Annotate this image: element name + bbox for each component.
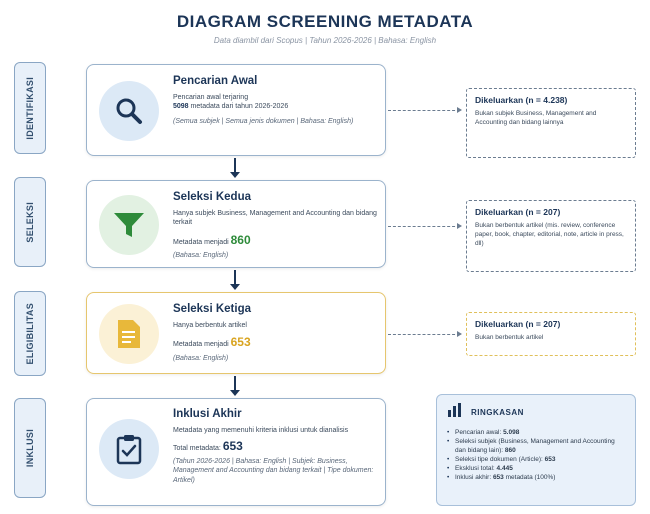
card-line: Metadata menjadi (173, 341, 231, 349)
stage-eligibilitas: ELIGIBILITAS (14, 291, 46, 376)
card-inklusi-akhir: Inklusi Akhir Metadata yang memenuhi kri… (86, 398, 386, 506)
summary-item: Seleksi subjek (Business, Management and… (447, 437, 625, 455)
summary-item: Seleksi tipe dokumen (Article): 653 (447, 455, 625, 464)
stage-seleksi: SELEKSI (14, 177, 46, 267)
exclusion-box-1: Dikeluarkan (n = 4.238) Bukan subjek Bus… (466, 88, 636, 158)
exclusion-box-3: Dikeluarkan (n = 207) Bukan berbentuk ar… (466, 312, 636, 356)
exclusion-box-2: Dikeluarkan (n = 207) Bukan berbentuk ar… (466, 200, 636, 272)
card-note: (Semua subjek | Semua jenis dokumen | Ba… (173, 117, 354, 125)
stage-label: INKLUSI (25, 428, 35, 468)
exclusion-text: Bukan subjek Business, Management and Ac… (475, 110, 597, 127)
stage-label: SELEKSI (25, 201, 35, 243)
card-seleksi-ketiga: Seleksi Ketiga Hanya berbentuk artikel M… (86, 292, 386, 374)
bar-chart-icon (447, 403, 463, 422)
exclusion-title: Dikeluarkan (n = 4.238) (475, 95, 568, 105)
diagram-subtitle: Data diambil dari Scopus | Tahun 2026-20… (213, 36, 437, 45)
card-note: (Tahun 2026-2026 | Bahasa: English | Sub… (173, 457, 374, 484)
exclusion-connector (388, 331, 462, 337)
diagram-title: DIAGRAM SCREENING METADATA (176, 12, 474, 31)
card-seleksi-kedua: Seleksi Kedua Hanya subjek Business, Man… (86, 180, 386, 268)
card-note: (Bahasa: English) (173, 354, 229, 362)
card-pencarian-awal: Pencarian Awal Pencarian awal terjaring … (86, 64, 386, 156)
down-arrow-icon (229, 376, 241, 396)
card-value: 5098 (173, 103, 189, 111)
stage-label: ELIGIBILITAS (25, 302, 35, 365)
card-title: Pencarian Awal (173, 75, 258, 87)
exclusion-connector (388, 223, 462, 229)
summary-item: Eksklusi total: 4.445 (447, 464, 625, 473)
card-line: Hanya subjek Business, Management and Ac… (173, 210, 377, 227)
document-icon (99, 304, 159, 364)
stage-identifikasi: IDENTIFIKASI (14, 62, 46, 154)
card-title: Inklusi Akhir (173, 408, 242, 420)
card-title: Seleksi Ketiga (173, 303, 251, 315)
down-arrow-icon (229, 270, 241, 290)
card-line: metadata dari tahun 2026-2026 (188, 103, 289, 111)
card-value: 860 (230, 232, 251, 247)
card-line: Total metadata: (173, 445, 223, 453)
card-line: Pencarian awal terjaring (173, 94, 249, 101)
exclusion-text: Bukan berbentuk artikel (mis. review, co… (475, 222, 624, 248)
exclusion-title: Dikeluarkan (n = 207) (475, 207, 561, 217)
card-value: 653 (222, 439, 243, 454)
card-title: Seleksi Kedua (173, 191, 251, 203)
card-line: Metadata yang memenuhi kriteria inklusi … (173, 427, 349, 434)
exclusion-text: Bukan berbentuk artikel (475, 334, 544, 341)
exclusion-connector (388, 107, 462, 113)
card-note: (Bahasa: English) (173, 252, 229, 260)
card-line: Hanya berbentuk artikel (173, 322, 247, 329)
stage-label: IDENTIFIKASI (25, 76, 35, 140)
down-arrow-icon (229, 158, 241, 178)
card-value: 653 (230, 335, 251, 350)
exclusion-title: Dikeluarkan (n = 207) (475, 319, 561, 329)
clipboard-check-icon (99, 419, 159, 479)
summary-title: RINGKASAN (471, 408, 524, 417)
summary-item: Pencarian awal: 5.098 (447, 428, 625, 437)
card-line: Metadata menjadi (173, 238, 231, 246)
stage-inklusi: INKLUSI (14, 398, 46, 498)
summary-panel: RINGKASAN Pencarian awal: 5.098 Seleksi … (436, 394, 636, 506)
summary-item: Inklusi akhir: 653 metadata (100%) (447, 473, 625, 482)
filter-icon (99, 195, 159, 255)
search-icon (99, 81, 159, 141)
